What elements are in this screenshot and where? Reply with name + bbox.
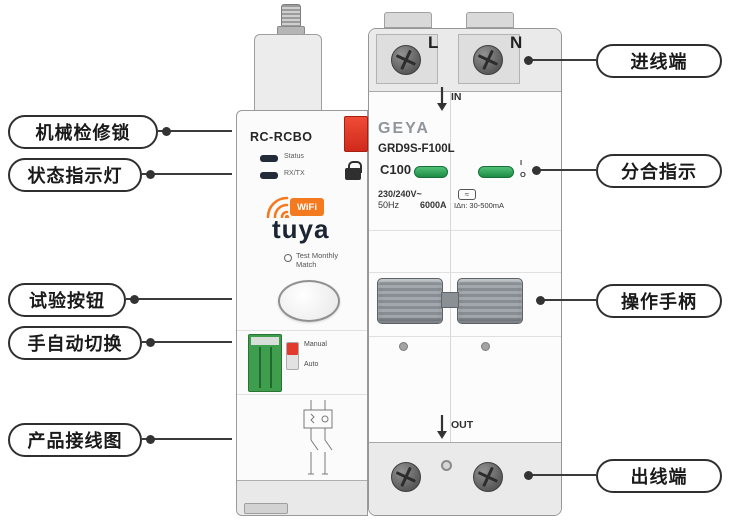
terminal-n-label: N (510, 33, 523, 52)
callout-wiring-diagram: 产品接线图 (8, 423, 142, 457)
connector-slot (270, 347, 272, 388)
wifi-signal-icon (266, 196, 290, 218)
right-module-model: GRD9S-F100L (378, 143, 455, 155)
callout-incoming-terminal: 进线端 (596, 44, 722, 78)
din-clip (244, 503, 288, 514)
handle-pin-left (399, 342, 408, 351)
rating-label: C100 (380, 162, 412, 177)
terminal-shroud-l (384, 12, 432, 28)
test-note-line2: Match (296, 260, 317, 269)
callout-mechanical-lock: 机械检修锁 (8, 115, 158, 149)
callout-line-outgoing-terminal (528, 474, 596, 476)
rxtx-led-label: RX/TX (284, 170, 305, 177)
in-arrow-icon (437, 87, 447, 111)
wifi-badge-label: WiFi (297, 201, 317, 213)
callout-line-incoming-terminal (528, 59, 596, 61)
on-mark: I (520, 158, 523, 167)
callout-test-button: 试验按钮 (8, 283, 126, 317)
callout-onoff-indicator: 分合指示 (596, 154, 722, 188)
manual-auto-knob (287, 343, 298, 355)
type-symbol-box: ≈ (458, 189, 476, 200)
connector-slot (259, 347, 261, 388)
device: RC-RCBO Status RX/TX WiFi tuya Test Mont… (232, 4, 564, 520)
out-label: OUT (451, 419, 474, 431)
right-module-seam-3 (369, 336, 561, 337)
in-label: IN (451, 91, 462, 103)
residual-current-label: IΔn: 30-500mA (454, 201, 505, 210)
tuya-logo: tuya (272, 214, 330, 244)
rxtx-led (260, 172, 278, 179)
callout-line-operating-handle (540, 299, 596, 301)
terminal-shroud-n (466, 12, 514, 28)
power-indicator-left (414, 166, 448, 178)
terminal-screw-l (391, 45, 421, 75)
wiring-diagram-graphic (303, 400, 333, 475)
lock-icon (345, 161, 362, 180)
terminal-screw-n (473, 45, 503, 75)
wifi-badge: WiFi (290, 198, 324, 216)
callout-dot-onoff-indicator (532, 166, 541, 175)
callout-dot-operating-handle (536, 296, 545, 305)
callout-dot-wiring-diagram (146, 435, 155, 444)
connector-contacts (251, 337, 279, 345)
callout-dot-mechanical-lock (162, 127, 171, 136)
test-button (278, 280, 340, 322)
callout-manual-auto-switch: 手自动切换 (8, 326, 142, 360)
callout-line-mechanical-lock (158, 130, 232, 132)
breaking-capacity-label: 6000A (420, 200, 447, 210)
handle-link-bar (441, 292, 459, 308)
left-module-seam-1 (237, 330, 367, 331)
handle-pin-right (481, 342, 490, 351)
green-terminal-connector (248, 334, 282, 392)
antenna-connector-icon (281, 4, 301, 28)
right-module-seam-1 (369, 230, 561, 231)
status-led-label: Status (284, 153, 304, 160)
test-note-line1: Test Monthly (296, 251, 339, 260)
callout-status-indicator: 状态指示灯 (8, 158, 142, 192)
mechanical-lock-block (344, 116, 368, 152)
press-icon (284, 254, 292, 262)
antenna-housing (254, 34, 322, 112)
onoff-indicator-window (478, 166, 514, 178)
callout-operating-handle: 操作手柄 (596, 284, 722, 318)
test-hole (441, 460, 452, 471)
manual-label: Manual (304, 341, 327, 348)
out-arrow-icon (437, 415, 447, 439)
callout-line-test-button (126, 298, 232, 300)
callout-dot-outgoing-terminal (524, 471, 533, 480)
callout-line-manual-auto-switch (142, 341, 232, 343)
callout-dot-status-indicator (146, 170, 155, 179)
frequency-label: 50Hz (378, 200, 400, 210)
voltage-label: 230/240V~ (378, 189, 422, 199)
auto-label: Auto (304, 361, 319, 368)
left-module-model: RC-RCBO (250, 130, 313, 144)
operating-handle-right (457, 278, 523, 324)
pole-seam (450, 92, 451, 442)
geya-logo: GEYA (378, 120, 430, 137)
bottom-terminal-screw-n (473, 462, 503, 492)
callout-line-wiring-diagram (142, 438, 232, 440)
callout-outgoing-terminal: 出线端 (596, 459, 722, 493)
operating-handle-left (377, 278, 443, 324)
bottom-terminal-screw-l (391, 462, 421, 492)
type-symbol: ≈ (464, 189, 470, 199)
status-led (260, 155, 278, 162)
off-mark: O (520, 170, 526, 179)
left-module-seam-2 (237, 394, 367, 395)
callout-line-status-indicator (142, 173, 232, 175)
callout-line-onoff-indicator (536, 169, 596, 171)
callout-dot-test-button (130, 295, 139, 304)
callout-dot-manual-auto-switch (146, 338, 155, 347)
right-module-seam-2 (369, 272, 561, 273)
terminal-l-label: L (428, 33, 439, 52)
callout-dot-incoming-terminal (524, 56, 533, 65)
